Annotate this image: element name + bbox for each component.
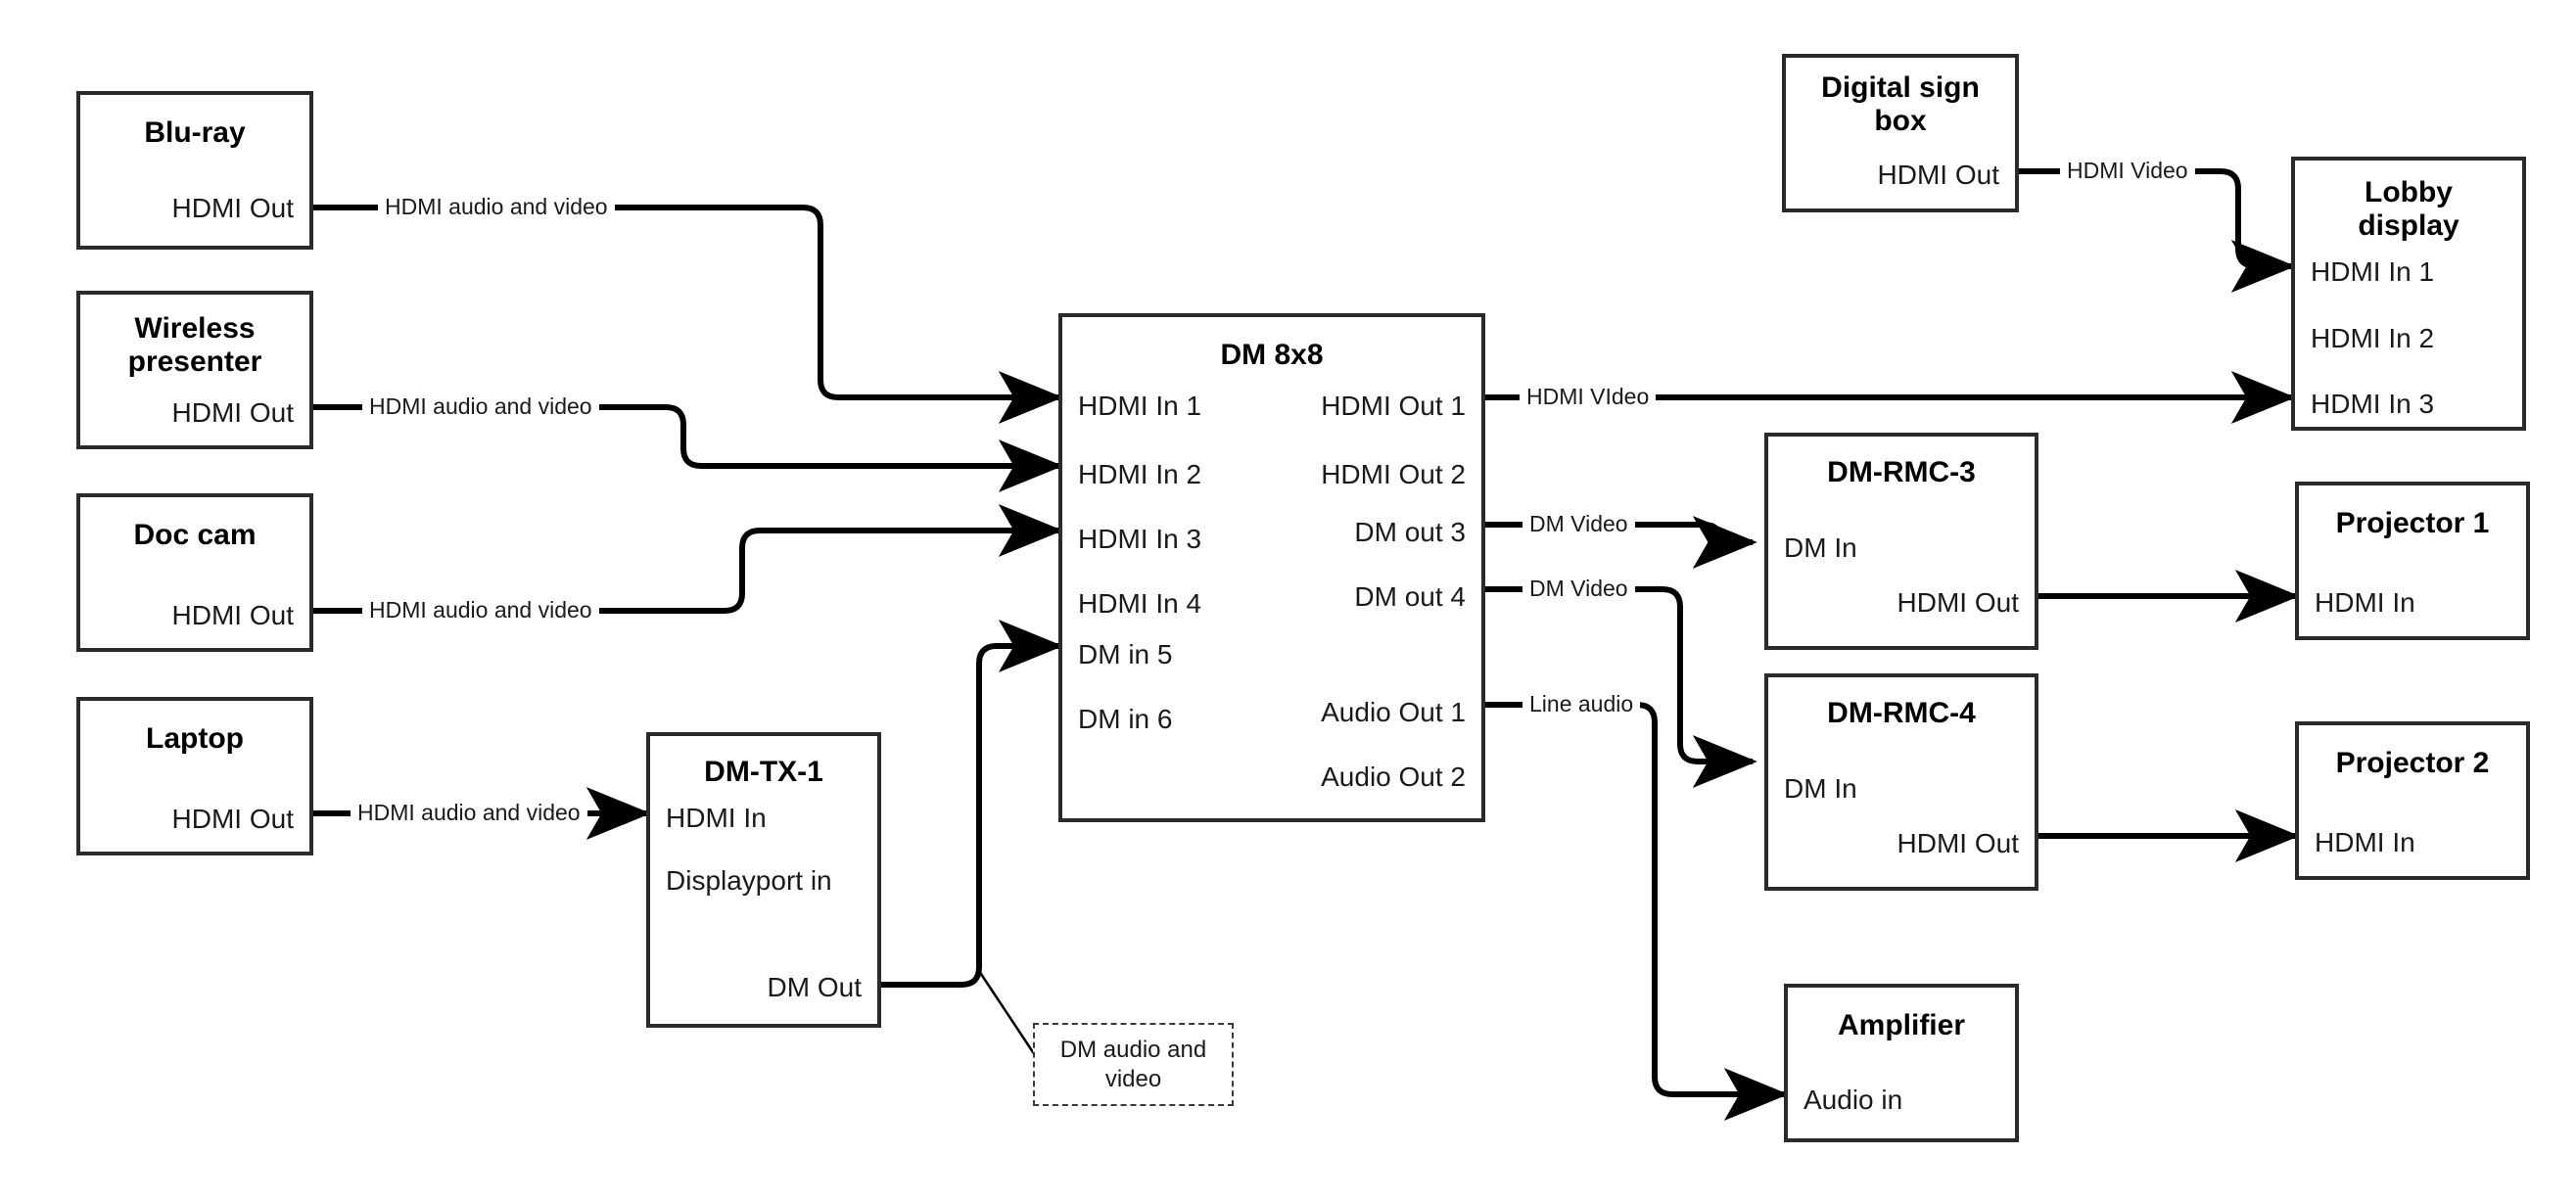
node-projector-2-title: Projector 2 — [2335, 747, 2490, 779]
node-projector-1-port-hdmi-in[interactable]: HDMI In — [2315, 587, 2415, 618]
node-dm-tx-1-title: DM-TX-1 — [704, 756, 823, 788]
edge-label-hdmi-out-1-to-lobby: HDMI VIdeo — [1520, 386, 1657, 408]
wire-audio-out-1-to-amplifier — [1485, 702, 1789, 1121]
edge-label-laptop-to-dmtx1: HDMI audio and video — [351, 802, 587, 824]
node-digital-sign-box[interactable]: Digital sign box HDMI Out — [1782, 54, 2019, 212]
node-dm-tx-1-port-dm-out[interactable]: DM Out — [767, 972, 862, 1002]
node-dm-tx-1-port-hdmi-in[interactable]: HDMI In — [666, 803, 767, 833]
edge-label-sign-to-lobby: HDMI Video — [2060, 160, 2195, 182]
node-dm-rmc-4-title: DM-RMC-4 — [1827, 697, 1976, 729]
node-doc-cam[interactable]: Doc cam HDMI Out — [76, 493, 313, 652]
node-lobby-display-input-hdmi-in-2[interactable]: HDMI In 2 — [2311, 323, 2435, 353]
edge-label-dm-out-4-to-rmc4: DM Video — [1522, 577, 1635, 600]
node-doc-cam-port-hdmi-out[interactable]: HDMI Out — [171, 600, 294, 630]
node-dm-tx-1-port-displayport-in[interactable]: Displayport in — [666, 865, 832, 896]
edge-label-wireless-to-hdmi-in-2: HDMI audio and video — [362, 395, 599, 418]
node-dm-rmc-3-port-dm-in[interactable]: DM In — [1784, 532, 1857, 563]
node-dm-rmc-4-port-hdmi-out[interactable]: HDMI Out — [1897, 828, 2019, 858]
node-lobby-display-title: Lobby display — [2358, 176, 2459, 242]
node-amplifier-title: Amplifier — [1837, 1009, 1966, 1041]
node-doc-cam-title: Doc cam — [133, 519, 257, 551]
node-digital-sign-box-title: Digital sign box — [1821, 71, 1980, 137]
node-wireless-presenter-title: Wireless presenter — [127, 312, 262, 378]
wire-bluray-to-hdmi-in-1 — [313, 205, 1063, 424]
callout-dm-audio-and-video: DM audio and video — [1033, 1023, 1234, 1106]
node-laptop[interactable]: Laptop HDMI Out — [76, 697, 313, 855]
node-dm-8x8-input-hdmi-in-4[interactable]: HDMI In 4 — [1078, 588, 1202, 619]
node-dm-8x8-input-dm-in-6[interactable]: DM in 6 — [1078, 704, 1173, 734]
node-dm-8x8-output-audio-out-1[interactable]: Audio Out 1 — [1321, 697, 1466, 727]
node-dm-8x8-input-hdmi-in-2[interactable]: HDMI In 2 — [1078, 459, 1202, 489]
node-laptop-port-hdmi-out[interactable]: HDMI Out — [171, 804, 294, 834]
wire-dm-out-4-to-rmc4 — [1485, 586, 1757, 788]
node-dm-8x8-input-dm-in-5[interactable]: DM in 5 — [1078, 639, 1173, 670]
node-bluray-title: Blu-ray — [144, 116, 246, 149]
node-dm-8x8-input-hdmi-in-3[interactable]: HDMI In 3 — [1078, 524, 1202, 554]
node-dm-8x8-input-hdmi-in-1[interactable]: HDMI In 1 — [1078, 391, 1202, 421]
node-dm-8x8-title: DM 8x8 — [1220, 339, 1324, 371]
node-digital-sign-box-port-hdmi-out[interactable]: HDMI Out — [1877, 160, 1999, 190]
node-dm-rmc-4[interactable]: DM-RMC-4 DM In HDMI Out — [1764, 673, 2038, 891]
node-bluray[interactable]: Blu-ray HDMI Out — [76, 91, 313, 250]
node-dm-rmc-3[interactable]: DM-RMC-3 DM In HDMI Out — [1764, 433, 2038, 650]
node-dm-8x8[interactable]: DM 8x8 HDMI In 1 HDMI In 2 HDMI In 3 HDM… — [1058, 313, 1485, 822]
node-dm-8x8-output-hdmi-out-1[interactable]: HDMI Out 1 — [1321, 391, 1466, 421]
node-dm-8x8-output-audio-out-2[interactable]: Audio Out 2 — [1321, 762, 1466, 792]
node-laptop-title: Laptop — [146, 722, 244, 755]
node-lobby-display[interactable]: Lobby display HDMI In 1 HDMI In 2 HDMI I… — [2291, 157, 2526, 431]
wire-dmtx1-to-dm-in-5 — [881, 620, 1063, 988]
node-lobby-display-input-hdmi-in-3[interactable]: HDMI In 3 — [2311, 389, 2435, 419]
node-bluray-port-hdmi-out[interactable]: HDMI Out — [171, 193, 294, 223]
edge-label-dm-out-3-to-rmc3: DM Video — [1522, 513, 1635, 535]
node-amplifier[interactable]: Amplifier Audio in — [1784, 984, 2019, 1142]
node-dm-8x8-output-dm-out-4[interactable]: DM out 4 — [1354, 581, 1466, 612]
node-lobby-display-input-hdmi-in-1[interactable]: HDMI In 1 — [2311, 256, 2435, 287]
edge-label-doccam-to-hdmi-in-3: HDMI audio and video — [362, 599, 599, 622]
node-wireless-presenter-port-hdmi-out[interactable]: HDMI Out — [171, 397, 294, 428]
node-dm-8x8-output-dm-out-3[interactable]: DM out 3 — [1354, 517, 1466, 547]
node-dm-rmc-4-port-dm-in[interactable]: DM In — [1784, 773, 1857, 804]
node-projector-1[interactable]: Projector 1 HDMI In — [2295, 482, 2530, 640]
node-dm-rmc-3-title: DM-RMC-3 — [1827, 456, 1976, 488]
node-projector-2[interactable]: Projector 2 HDMI In — [2295, 721, 2530, 880]
node-dm-tx-1[interactable]: DM-TX-1 HDMI In Displayport in DM Out — [646, 732, 881, 1028]
node-wireless-presenter[interactable]: Wireless presenter HDMI Out — [76, 291, 313, 449]
node-amplifier-port-audio-in[interactable]: Audio in — [1803, 1085, 1903, 1115]
node-projector-2-port-hdmi-in[interactable]: HDMI In — [2315, 827, 2415, 857]
node-dm-8x8-output-hdmi-out-2[interactable]: HDMI Out 2 — [1321, 459, 1466, 489]
node-dm-rmc-3-port-hdmi-out[interactable]: HDMI Out — [1897, 587, 2019, 618]
edge-label-audio-out-1-to-amplifier: Line audio — [1522, 693, 1641, 716]
edge-label-bluray-to-hdmi-in-1: HDMI audio and video — [378, 196, 615, 218]
callout-leader-line — [977, 970, 1037, 1056]
node-projector-1-title: Projector 1 — [2335, 507, 2490, 539]
wire-sign-to-lobby-hdmi-in-1 — [2019, 168, 2296, 293]
